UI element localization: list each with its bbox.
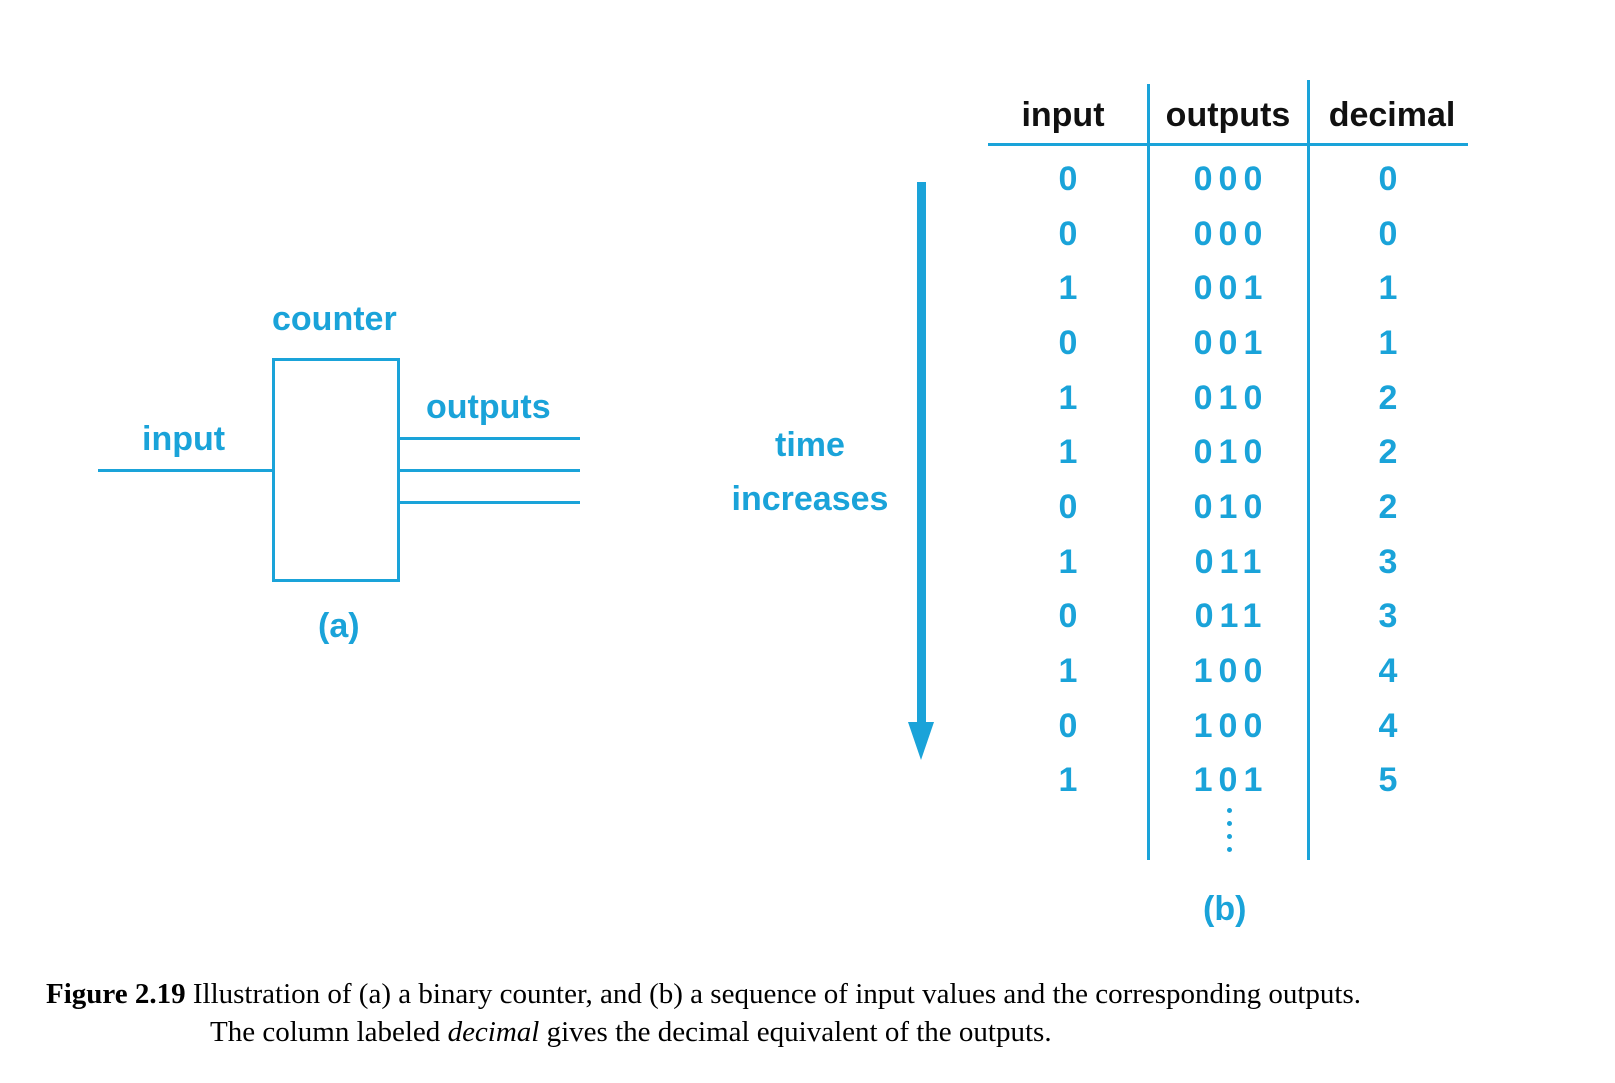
figure-number: Figure 2.19 — [46, 978, 186, 1010]
table-row: 0 010 2 — [988, 480, 1468, 535]
figure-caption-text2-em: decimal — [447, 1016, 540, 1048]
cell-outputs: 000 — [1193, 214, 1269, 253]
header-rule — [988, 143, 1468, 146]
outputs-label: outputs — [426, 388, 551, 426]
table-row: 0 100 4 — [988, 699, 1468, 754]
cell-decimal: 2 — [1378, 378, 1398, 417]
time-label: time increases — [720, 418, 900, 526]
output-wire-2 — [398, 469, 580, 472]
cell-decimal: 2 — [1378, 433, 1398, 472]
cell-input: 0 — [1058, 214, 1078, 253]
cell-outputs: 011 — [1194, 597, 1268, 636]
header-decimal: decimal — [1328, 96, 1456, 134]
cell-outputs: 001 — [1193, 323, 1269, 362]
table-row: 1 010 2 — [988, 425, 1468, 480]
cell-input: 0 — [1058, 706, 1078, 745]
panel-b-caption: (b) — [1203, 890, 1247, 928]
continuation-dots — [1224, 808, 1234, 860]
figure-caption-line1: Figure 2.19 Illustration of (a) a binary… — [46, 975, 1576, 1013]
output-wire-3 — [398, 501, 580, 504]
panel-a-caption: (a) — [318, 607, 360, 645]
time-label-line2: increases — [731, 480, 889, 518]
table-row: 0 011 3 — [988, 590, 1468, 645]
cell-outputs: 100 — [1193, 706, 1269, 745]
cell-decimal: 1 — [1378, 323, 1398, 362]
cell-decimal: 1 — [1378, 269, 1398, 308]
figure-caption-text1: Illustration of (a) a binary counter, an… — [185, 978, 1362, 1010]
column-divider-1 — [1147, 84, 1150, 860]
cell-outputs: 010 — [1193, 378, 1269, 417]
cell-input: 1 — [1058, 378, 1078, 417]
header-outputs: outputs — [1165, 96, 1291, 134]
cell-outputs: 011 — [1194, 542, 1268, 581]
cell-outputs: 010 — [1193, 433, 1269, 472]
cell-input: 0 — [1058, 159, 1078, 198]
cell-decimal: 4 — [1378, 706, 1398, 745]
column-divider-2 — [1307, 80, 1310, 860]
cell-input: 1 — [1058, 542, 1078, 581]
cell-outputs: 000 — [1193, 159, 1269, 198]
table-row: 1 100 4 — [988, 644, 1468, 699]
table-row: 1 001 1 — [988, 261, 1468, 316]
figure-caption-line2: The column labeled decimal gives the dec… — [46, 1013, 1576, 1051]
cell-input: 1 — [1058, 433, 1078, 472]
cell-input: 1 — [1058, 761, 1078, 800]
cell-decimal: 4 — [1378, 652, 1398, 691]
figure-caption: Figure 2.19 Illustration of (a) a binary… — [46, 975, 1576, 1051]
table-row: 1 011 3 — [988, 535, 1468, 590]
cell-input: 1 — [1058, 269, 1078, 308]
figure-caption-text2-post: gives the decimal equivalent of the outp… — [539, 1016, 1052, 1048]
cell-input: 0 — [1058, 487, 1078, 526]
table-row: 1 010 2 — [988, 371, 1468, 426]
counter-label: counter — [272, 300, 397, 338]
time-arrow-shaft — [917, 182, 926, 727]
cell-decimal: 3 — [1378, 542, 1398, 581]
cell-outputs: 100 — [1193, 652, 1269, 691]
table-row: 0 001 1 — [988, 316, 1468, 371]
cell-outputs: 001 — [1193, 269, 1269, 308]
arrow-down-icon — [908, 722, 934, 760]
cell-decimal: 5 — [1378, 761, 1398, 800]
output-wire-1 — [398, 437, 580, 440]
input-wire — [98, 469, 274, 472]
cell-input: 0 — [1058, 597, 1078, 636]
figure-caption-text2-pre: The column labeled — [210, 1016, 448, 1048]
input-label: input — [142, 420, 226, 458]
table-row: 1 101 5 — [988, 754, 1468, 809]
cell-outputs: 101 — [1193, 761, 1269, 800]
cell-decimal: 3 — [1378, 597, 1398, 636]
cell-decimal: 0 — [1378, 214, 1398, 253]
time-label-line1: time — [775, 426, 845, 464]
cell-decimal: 0 — [1378, 159, 1398, 198]
header-input: input — [1021, 96, 1105, 134]
cell-input: 0 — [1058, 323, 1078, 362]
cell-decimal: 2 — [1378, 487, 1398, 526]
cell-input: 1 — [1058, 652, 1078, 691]
counter-box — [272, 358, 400, 582]
cell-outputs: 010 — [1193, 487, 1269, 526]
